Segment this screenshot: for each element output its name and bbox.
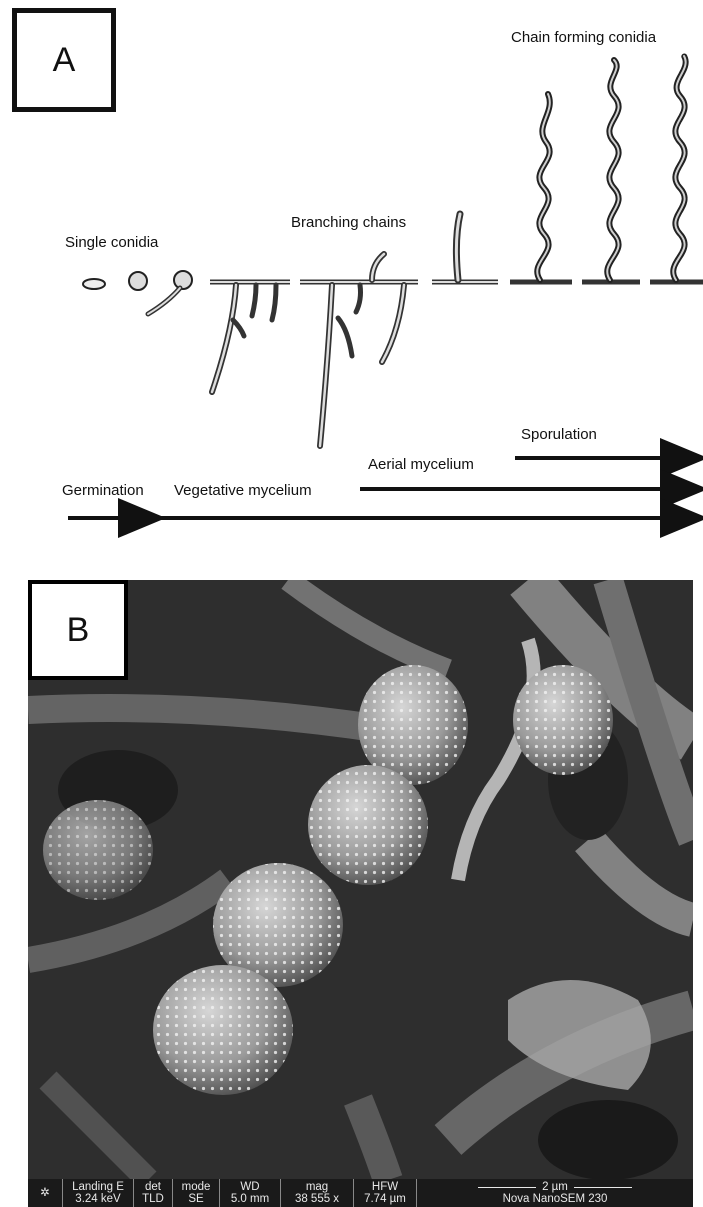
sem-info-bar: ✲ Landing E 3.24 keV det TLD mode SE WD … — [28, 1179, 693, 1207]
swelling-conidium — [129, 272, 147, 290]
scale-bar-label: 2 µm — [542, 1181, 568, 1193]
spore-chain-3 — [650, 56, 703, 282]
landing-label: Landing E — [72, 1181, 124, 1193]
label-branching-chains: Branching chains — [291, 214, 406, 231]
landing-value: 3.24 keV — [75, 1193, 120, 1205]
det-value: TLD — [142, 1193, 164, 1205]
det-label: det — [145, 1181, 161, 1193]
label-sporulation: Sporulation — [521, 426, 597, 443]
panel-b-label-box: B — [28, 580, 128, 680]
spore-chain-1 — [510, 94, 572, 282]
germinating-conidium — [174, 271, 192, 289]
scale-bar-right — [574, 1187, 632, 1188]
panel-b-letter: B — [67, 611, 90, 650]
wd-value: 5.0 mm — [231, 1193, 269, 1205]
label-aerial-mycelium: Aerial mycelium — [368, 456, 474, 473]
label-chain-forming-conidia: Chain forming conidia — [511, 29, 656, 46]
panel-b-sem-micrograph: B ✲ Landing E 3.24 keV det TLD mode SE W… — [28, 580, 693, 1207]
spore-chain-2 — [582, 60, 640, 282]
wd-label: WD — [240, 1181, 259, 1193]
mag-label: mag — [306, 1181, 328, 1193]
panel-a-illustration — [0, 0, 703, 560]
scale-bar-left — [478, 1187, 536, 1188]
aerial-mycelium — [432, 214, 498, 282]
vegetative-mycelium-a — [210, 282, 290, 392]
vegetative-mycelium-b — [300, 254, 418, 446]
panel-a-diagram: A — [0, 0, 703, 560]
conidium-spore — [83, 279, 105, 289]
label-single-conidia: Single conidia — [65, 234, 158, 251]
sem-logo-icon: ✲ — [28, 1179, 62, 1207]
instrument-name: Nova NanoSEM 230 — [503, 1193, 608, 1205]
mode-value: SE — [188, 1193, 203, 1205]
hfw-value: 7.74 µm — [364, 1193, 406, 1205]
mag-value: 38 555 x — [295, 1193, 339, 1205]
label-vegetative-mycelium: Vegetative mycelium — [174, 482, 312, 499]
mode-label: mode — [182, 1181, 211, 1193]
hfw-label: HFW — [372, 1181, 398, 1193]
label-germination: Germination — [62, 482, 144, 499]
